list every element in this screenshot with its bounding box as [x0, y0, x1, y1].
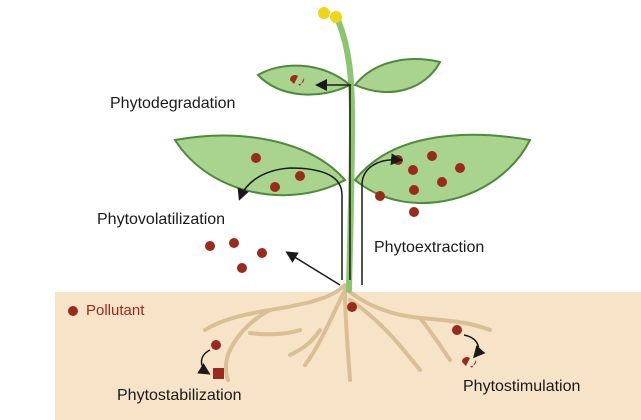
lower-left-leaf	[173, 134, 347, 197]
phytostabilization-arrow	[197, 349, 211, 375]
label-phytovolatilization: Phytovolatilization	[97, 211, 226, 228]
pollutant-dot	[427, 151, 437, 161]
legend-pollutant-dot	[68, 306, 78, 316]
flower-bud	[330, 11, 342, 23]
process-arrows	[197, 79, 486, 375]
pollutant-dot	[409, 207, 419, 217]
pollutant-dot	[408, 165, 418, 175]
pollutant-dot	[347, 302, 357, 312]
pollutant-dot	[205, 241, 215, 251]
pollutant-dot	[295, 171, 305, 181]
pollutant-dot	[437, 177, 447, 187]
pollutant-dot	[257, 248, 267, 258]
pollutant-dot	[229, 238, 239, 248]
roots	[203, 283, 492, 382]
pollutant-dot	[237, 263, 247, 273]
lower-right-leaf	[353, 133, 532, 204]
pollutant-dot	[455, 163, 465, 173]
label-phytoextraction: Phytoextraction	[374, 239, 485, 256]
pollutant-dot	[452, 325, 462, 335]
pollutant-fragment	[470, 360, 477, 368]
label-phytostabilization: Phytostabilization	[117, 387, 242, 404]
flower-bud	[318, 7, 330, 19]
left-leaf-pollutants	[251, 153, 305, 192]
pollutant-dot	[211, 340, 221, 350]
upper-right-leaf	[353, 58, 442, 93]
pollutant-fragment	[462, 357, 470, 366]
phytoextraction-arrow	[361, 153, 403, 285]
pollutant-dot	[251, 153, 261, 163]
pollutant-dot	[409, 185, 419, 195]
phytodegradation-arrow	[315, 79, 351, 280]
phytovolatilization-arrow-1	[237, 167, 343, 280]
phytovolatilization-arrow-2	[285, 251, 341, 286]
pollutant-dot	[375, 191, 385, 201]
label-phytostimulation: Phytostimulation	[463, 378, 581, 395]
phytostimulation-arrow	[463, 334, 486, 359]
label-pollutant: Pollutant	[86, 302, 145, 319]
label-phytodegradation: Phytodegradation	[110, 95, 236, 112]
pollutant-dot	[270, 182, 280, 192]
pollutant-fragment	[298, 78, 305, 86]
stabilized-pollutant	[213, 368, 224, 379]
pollutant-fragment	[290, 74, 298, 84]
volatilized-pollutants	[205, 238, 267, 273]
